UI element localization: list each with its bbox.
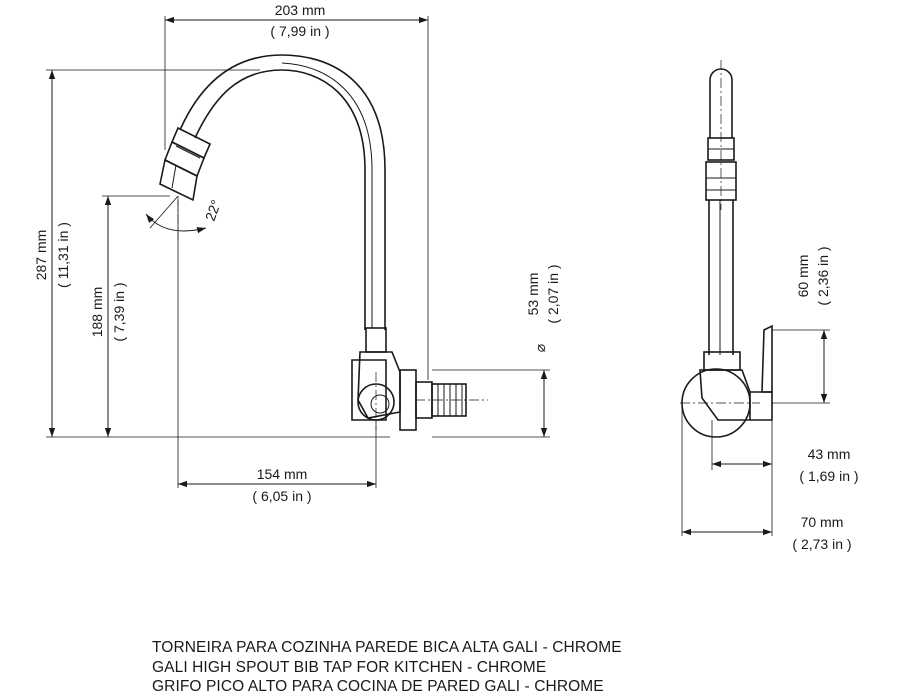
angle-label: 22° <box>202 198 224 223</box>
width-imperial: ( 7,99 in ) <box>270 23 329 39</box>
dim-handle-height: 60 mm ( 2,36 in ) <box>772 246 831 404</box>
dim-depth-total: 70 mm ( 2,73 in ) <box>681 403 852 552</box>
reach-metric: 154 mm <box>257 466 308 482</box>
diameter-metric: 53 mm <box>525 273 541 316</box>
depth-inner-imperial: ( 1,69 in ) <box>799 468 858 484</box>
height-imperial: ( 11,31 in ) <box>55 222 71 288</box>
side-view: 60 mm ( 2,36 in ) 43 mm ( 1,69 in ) 70 m… <box>680 60 859 552</box>
depth-total-metric: 70 mm <box>801 514 844 530</box>
reach-imperial: ( 6,05 in ) <box>252 488 311 504</box>
diameter-imperial: ( 2,07 in ) <box>545 264 561 323</box>
dim-spout-reach: 154 mm ( 6,05 in ) <box>177 200 377 504</box>
dim-total-height: 287 mm ( 11,31 in ) <box>33 69 390 438</box>
valve-body <box>351 327 488 431</box>
height-metric: 287 mm <box>33 230 49 281</box>
dim-depth-inner: 43 mm ( 1,69 in ) <box>711 420 859 484</box>
handle-height-imperial: ( 2,36 in ) <box>815 246 831 305</box>
diameter-symbol: ⌀ <box>532 344 548 352</box>
front-view: 22° 203 mm ( 7,99 in ) 287 mm ( 11,31 in… <box>33 2 561 504</box>
dim-flange-diameter: ⌀ 53 mm ( 2,07 in ) <box>432 264 561 438</box>
angle-indicator: 22° <box>145 195 224 240</box>
product-caption: TORNEIRA PARA COZINHA PAREDE BICA ALTA G… <box>152 638 872 697</box>
dim-total-width: 203 mm ( 7,99 in ) <box>164 2 429 380</box>
spout-height-metric: 188 mm <box>89 287 105 338</box>
spout-height-imperial: ( 7,39 in ) <box>111 282 127 341</box>
width-metric: 203 mm <box>275 2 326 18</box>
caption-spanish: GRIFO PICO ALTO PARA COCINA DE PARED GAL… <box>152 678 604 695</box>
caption-portuguese: TORNEIRA PARA COZINHA PAREDE BICA ALTA G… <box>152 639 622 656</box>
handle-height-metric: 60 mm <box>795 255 811 298</box>
side-valve <box>680 324 773 438</box>
side-spout <box>705 60 737 355</box>
faucet-spout <box>159 54 386 330</box>
depth-total-imperial: ( 2,73 in ) <box>792 536 851 552</box>
depth-inner-metric: 43 mm <box>808 446 851 462</box>
dim-spout-height: 188 mm ( 7,39 in ) <box>89 195 170 437</box>
caption-english: GALI HIGH SPOUT BIB TAP FOR KITCHEN - CH… <box>152 658 547 676</box>
